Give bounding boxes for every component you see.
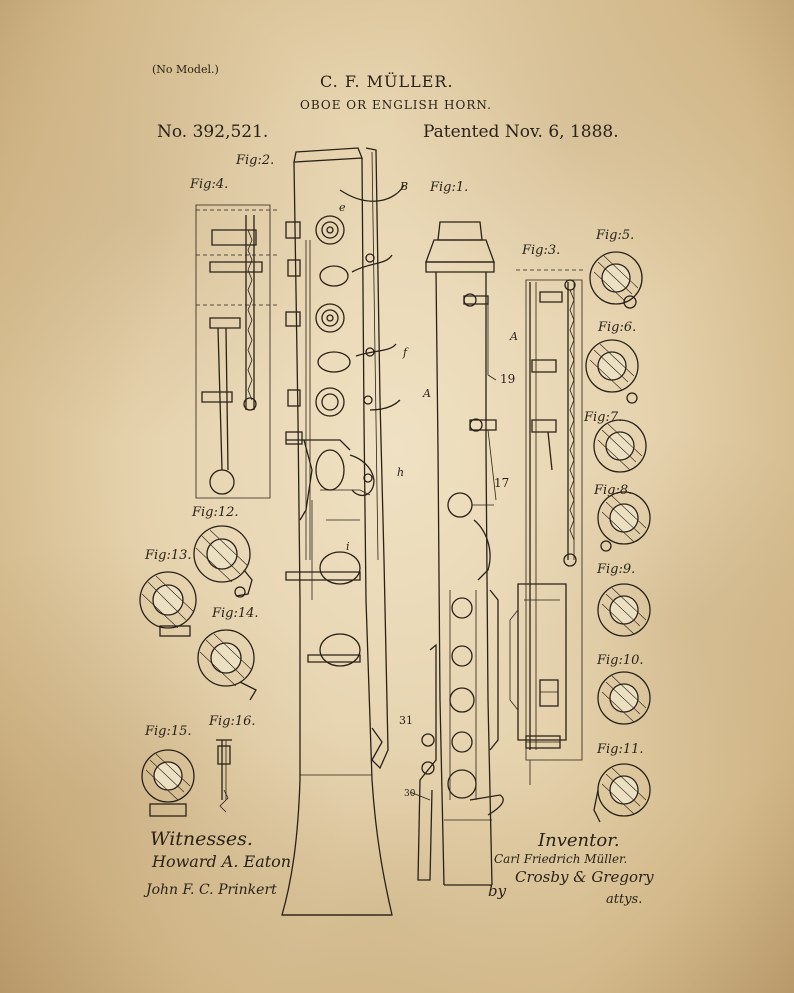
fig16-label: Fig:16.	[209, 714, 256, 729]
fig2-label: Fig:2.	[236, 153, 275, 168]
ref-number-31: 31	[399, 714, 413, 727]
fig10-label: Fig:10.	[597, 653, 644, 668]
by-word: by	[488, 882, 507, 900]
fig9-label: Fig:9.	[597, 562, 636, 577]
ref-letter-A-fig3: A	[510, 330, 518, 343]
ref-number-19: 19	[500, 372, 516, 386]
fig13-label: Fig:13.	[145, 548, 192, 563]
inventor-signature: Carl Friedrich Müller.	[494, 852, 628, 866]
ref-letter-A-fig1: A	[423, 387, 431, 400]
fig1-label: Fig:1.	[430, 180, 469, 195]
left-ring-series	[139, 525, 257, 817]
key-ring-series	[585, 251, 651, 823]
fig2-instrument-body	[281, 147, 405, 916]
witnesses-label: Witnesses.	[150, 828, 253, 850]
no-model-note: (No Model.)	[152, 63, 219, 76]
ref-letter-f: f	[403, 346, 408, 359]
ref-letter-B: B	[400, 180, 409, 193]
ref-number-30: 30	[404, 789, 416, 799]
attorneys-signature: Crosby & Gregory	[515, 868, 654, 886]
fig4-label: Fig:4.	[190, 177, 229, 192]
fig15-label: Fig:15.	[145, 724, 192, 739]
fig12-label: Fig:12.	[192, 505, 239, 520]
fig1-instrument	[409, 221, 504, 886]
fig5-label: Fig:5.	[596, 228, 635, 243]
inventor-heading: C. F. MÜLLER.	[320, 72, 454, 91]
fig4-detail	[195, 204, 280, 499]
fig3-section	[509, 269, 586, 785]
patent-title: OBOE OR ENGLISH HORN.	[300, 98, 492, 112]
witness-signature-2: John F. C. Prinkert	[146, 882, 277, 898]
attorneys-abbrev: attys.	[606, 892, 643, 907]
witness-signature-1: Howard A. Eaton	[152, 852, 292, 871]
ref-letter-i: i	[346, 540, 350, 553]
ref-letter-h: h	[397, 466, 405, 479]
fig3-label: Fig:3.	[522, 243, 561, 258]
ref-number-17: 17	[494, 476, 510, 490]
fig8-label: Fig:8.	[594, 483, 633, 498]
patent-number: No. 392,521.	[157, 122, 269, 142]
inventor-label: Inventor.	[538, 830, 620, 851]
ref-letter-e: e	[339, 201, 346, 214]
patent-date: Patented Nov. 6, 1888.	[423, 122, 619, 142]
fig11-label: Fig:11.	[597, 742, 644, 757]
fig14-label: Fig:14.	[212, 606, 259, 621]
fig6-label: Fig:6.	[598, 320, 637, 335]
